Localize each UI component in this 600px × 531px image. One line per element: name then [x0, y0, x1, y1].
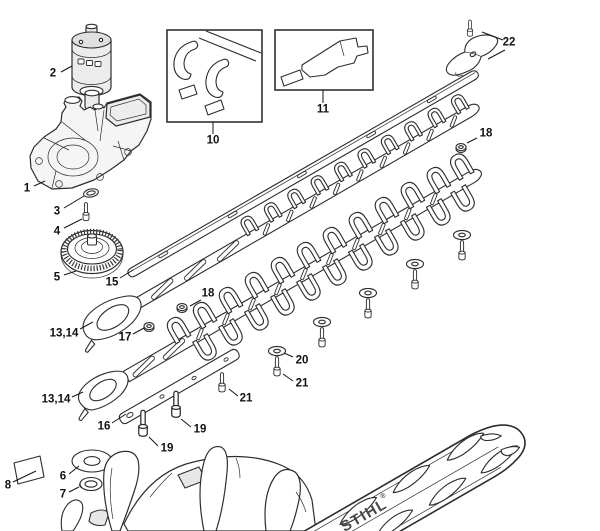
blade-guard-illustration: STIHL ®: [281, 424, 526, 531]
leader-line: [180, 418, 192, 428]
screw-21-illustration: [318, 327, 326, 348]
leader-line: [148, 436, 159, 447]
callout-part-13-14-b: 13,14: [41, 393, 71, 406]
leader-line: [33, 180, 46, 187]
gear-wheel-illustration: [60, 228, 124, 279]
callout-part-21-a: 21: [295, 377, 309, 390]
gasket-kit-box-illustration: [274, 29, 374, 91]
leader-line: [132, 327, 145, 335]
gearbox-housing-illustration: [29, 93, 152, 190]
washer-disc-illustration: [71, 449, 113, 473]
leader-line: [189, 299, 202, 307]
kit-pad: [178, 84, 198, 100]
callout-part-10: 10: [206, 134, 220, 147]
cutter-blade-lower-illustration: [77, 150, 482, 421]
leader-line: [283, 352, 294, 358]
kit-pad: [280, 69, 304, 87]
service-kit-box-illustration: [166, 29, 263, 123]
leader-line: [111, 413, 127, 424]
leader-line: [63, 218, 83, 229]
leader-line: [481, 31, 504, 41]
guard-tip-notch: [480, 433, 502, 442]
o-ring-illustration: [83, 188, 99, 198]
callout-part-1: 1: [23, 182, 31, 195]
cutter-blade-upper-illustration: [82, 92, 480, 353]
callout-part-8: 8: [4, 479, 12, 492]
washer-20-illustration: [452, 229, 472, 241]
leader-line: [228, 388, 239, 397]
nut-17-illustration: [143, 322, 155, 332]
callout-part-16: 16: [97, 420, 111, 433]
leader-lines: [12, 31, 506, 493]
kit-pad: [204, 99, 225, 116]
washer-20-illustration: [267, 345, 287, 357]
callout-part-19-a: 19: [193, 423, 207, 436]
callout-part-20: 20: [295, 354, 309, 367]
leader-line: [63, 270, 77, 276]
leader-line: [71, 391, 84, 398]
callout-part-19-b: 19: [160, 442, 174, 455]
callout-part-11: 11: [316, 103, 330, 116]
callout-part-18-a: 18: [201, 287, 215, 300]
callout-part-18-b: 18: [479, 127, 493, 140]
nut-18-illustration: [176, 303, 188, 313]
leader-line: [79, 321, 94, 330]
leader-line: [282, 373, 294, 382]
electric-motor-illustration: [71, 23, 112, 122]
callout-part-6: 6: [59, 470, 67, 483]
callout-part-13-14-a: 13,14: [49, 327, 79, 340]
tip-guard-screw: [466, 19, 474, 37]
screw-21-illustration: [218, 372, 226, 393]
callout-part-7: 7: [59, 488, 67, 501]
screw-21-illustration: [364, 298, 372, 319]
screw-21-illustration: [458, 240, 466, 261]
nut-18-illustration: [455, 143, 467, 153]
kit-hook-spring: [205, 58, 230, 98]
callout-part-17: 17: [118, 331, 132, 344]
leader-line: [68, 465, 80, 475]
leader-line: [68, 486, 80, 493]
motor-screw-illustration: [82, 202, 90, 222]
leader-line: [63, 195, 85, 209]
leader-line: [466, 137, 478, 144]
snap-ring-illustration: [79, 476, 103, 492]
callout-part-21-b: 21: [239, 392, 253, 405]
kit-hook-spring: [173, 40, 199, 80]
gear-cover-illustration: [60, 445, 317, 531]
registered-trademark-symbol: ®: [379, 491, 388, 501]
callout-part-5: 5: [53, 271, 61, 284]
washer-20-illustration: [358, 287, 378, 299]
motor-mount-tray: [105, 94, 151, 127]
kit-plate: [301, 37, 369, 78]
washer-20-illustration: [405, 258, 425, 270]
leader-line: [119, 269, 134, 279]
screw-21-illustration: [411, 269, 419, 290]
screw-21-illustration: [273, 356, 281, 377]
callout-part-22: 22: [502, 36, 516, 49]
callout-part-3: 3: [53, 205, 61, 218]
callout-part-15: 15: [105, 276, 119, 289]
leader-line: [12, 470, 37, 483]
leader-line: [60, 65, 73, 73]
leader-line: [487, 49, 506, 60]
guard-tip-notch: [500, 446, 521, 457]
callout-part-4: 4: [53, 225, 61, 238]
label-plate-illustration: [13, 455, 45, 485]
washer-20-illustration: [312, 316, 332, 328]
callout-part-2: 2: [49, 67, 57, 80]
